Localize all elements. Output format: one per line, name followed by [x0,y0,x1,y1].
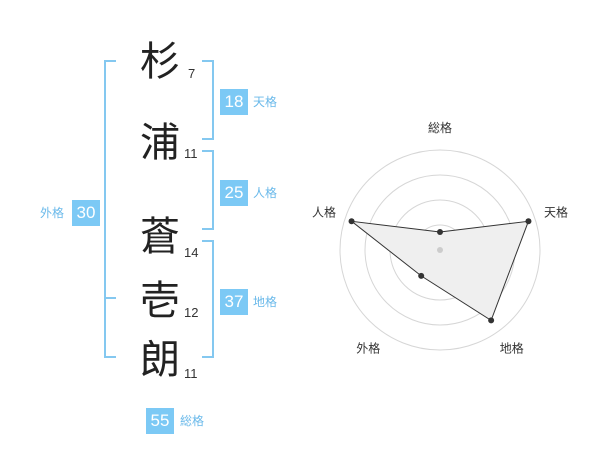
gaikaku-bracket-divider [104,297,116,299]
name-char-4-strokes: 12 [184,305,199,320]
gaikaku-label: 外格 [40,206,65,220]
chikaku-label: 地格 [253,295,278,309]
name-char-5: 朗 [140,337,180,383]
soukaku-label: 総格 [180,414,205,428]
tenkaku-bracket [202,60,214,140]
chikaku-bracket [202,240,214,358]
jinkaku-bracket [202,150,214,230]
jinkaku-value: 25 [220,180,248,206]
radar-point-1 [437,229,443,235]
radar-point-3 [488,317,495,324]
radar-axis-label-3: 地格 [500,341,524,356]
radar-area [349,220,530,322]
radar-axis-label-2: 天格 [544,204,568,219]
radar-point-4 [418,272,425,279]
gaikaku-bracket [104,60,116,358]
name-char-4: 壱 [140,278,180,324]
radar-point-2 [525,218,532,225]
name-char-5-strokes: 11 [184,366,198,381]
name-char-3-strokes: 14 [184,245,199,260]
radar-axis-label-4: 外格 [356,341,380,356]
radar-ring-4 [339,149,541,351]
radar-points [348,218,532,324]
radar-center-dot [437,247,443,253]
name-char-1-strokes: 7 [188,66,196,81]
name-char-1: 杉 [140,39,180,85]
gaikaku-value: 30 [72,200,100,226]
soukaku-value: 55 [146,408,174,434]
chikaku-value: 37 [220,289,248,315]
tenkaku-value: 18 [220,89,248,115]
jinkaku-label: 人格 [253,186,278,200]
name-char-2-strokes: 11 [184,146,198,161]
name-char-3: 蒼 [140,214,180,260]
radar-axis-label-1: 総格 [428,120,452,135]
name-char-2: 浦 [140,120,180,166]
radar-axis-label-5: 人格 [312,204,336,219]
tenkaku-label: 天格 [253,95,278,109]
radar-point-5 [348,218,355,225]
